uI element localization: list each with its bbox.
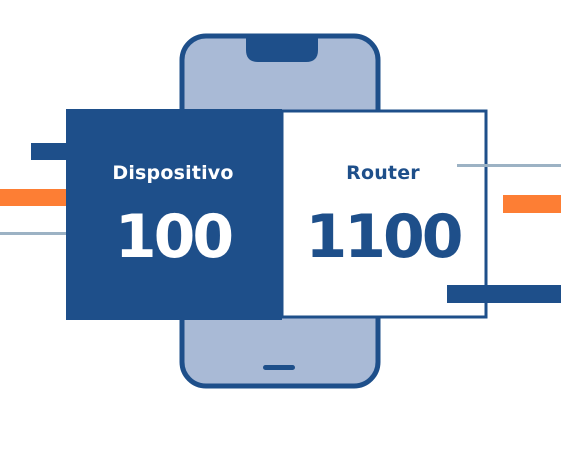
left-navy-bar <box>31 143 69 160</box>
device-label: Dispositivo <box>112 162 234 184</box>
right-orange-bar <box>503 195 561 213</box>
router-label: Router <box>346 162 420 184</box>
right-navy-bar <box>447 285 561 303</box>
phone-notch <box>246 38 318 62</box>
device-value: 100 <box>114 202 234 272</box>
right-gray-line <box>457 164 561 167</box>
device-card <box>66 109 282 320</box>
left-gray-line <box>0 232 69 235</box>
phone-home-bar <box>263 365 295 370</box>
router-card <box>280 109 488 319</box>
router-value: 1100 <box>305 202 464 272</box>
